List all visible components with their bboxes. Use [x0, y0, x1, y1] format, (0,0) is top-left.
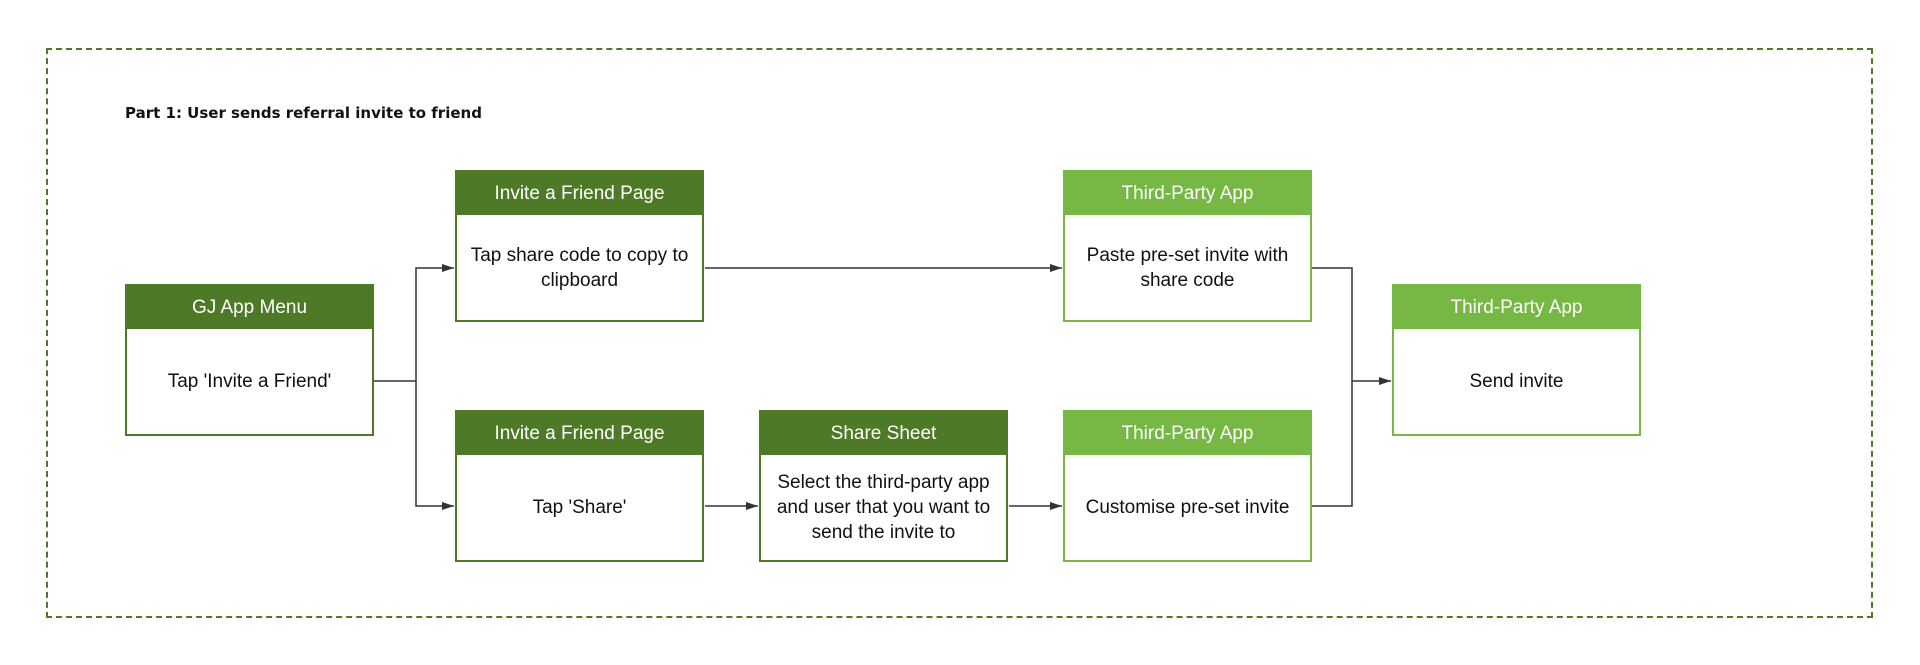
node-invite-page-copy: Invite a Friend Page Tap share code to c…	[455, 170, 704, 322]
node-header: Invite a Friend Page	[457, 412, 702, 455]
node-share-sheet: Share Sheet Select the third-party app a…	[759, 410, 1008, 562]
node-third-party-customise: Third-Party App Customise pre-set invite	[1063, 410, 1312, 562]
node-body: Select the third-party app and user that…	[776, 472, 991, 543]
node-gj-app-menu: GJ App Menu Tap 'Invite a Friend'	[125, 284, 374, 436]
node-header: Invite a Friend Page	[457, 172, 702, 215]
node-body: Paste pre-set invite with share code	[1086, 244, 1289, 291]
node-body: Customise pre-set invite	[1085, 497, 1290, 518]
connector-menu-to-share	[415, 381, 454, 510]
node-body: Tap share code to copy to clipboard	[470, 244, 689, 291]
part-1-group-frame	[46, 48, 1873, 618]
connector-menu-to-copy	[374, 264, 454, 382]
node-third-party-send: Third-Party App Send invite	[1392, 284, 1641, 436]
node-header: Third-Party App	[1394, 286, 1639, 329]
connector-paste-to-send	[1312, 267, 1353, 507]
node-third-party-paste: Third-Party App Paste pre-set invite wit…	[1063, 170, 1312, 322]
diagram-title: Part 1: User sends referral invite to fr…	[125, 104, 482, 122]
node-body: Send invite	[1469, 371, 1564, 392]
node-body: Tap 'Share'	[532, 497, 627, 518]
node-header: GJ App Menu	[127, 286, 372, 329]
node-invite-page-share: Invite a Friend Page Tap 'Share'	[455, 410, 704, 562]
node-header: Third-Party App	[1065, 412, 1310, 455]
node-header: Third-Party App	[1065, 172, 1310, 215]
node-body: Tap 'Invite a Friend'	[167, 371, 332, 392]
node-header: Share Sheet	[761, 412, 1006, 455]
